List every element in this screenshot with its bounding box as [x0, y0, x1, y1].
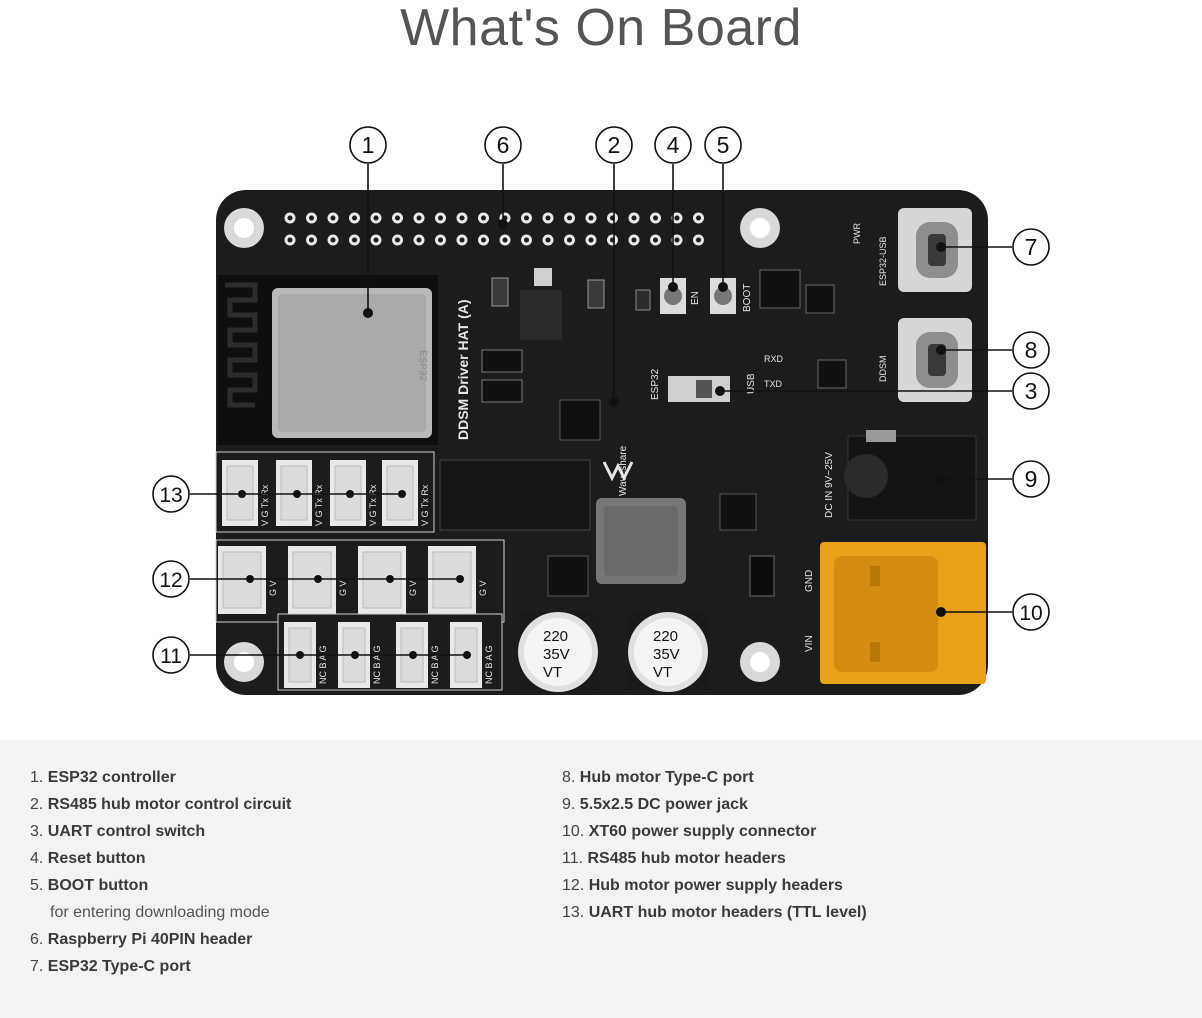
header-silk-label: V G Tx Rx	[368, 484, 378, 526]
legend-column-right: 8. Hub motor Type-C port 9. 5.5x2.5 DC po…	[562, 764, 867, 926]
svg-text:ESP32: ESP32	[650, 368, 661, 400]
header-silk-label: V G Tx Rx	[314, 484, 324, 526]
board-name-label: DDSM Driver HAT (A)	[455, 299, 471, 440]
callout-5: 5	[704, 126, 742, 164]
svg-text:3: 3	[1025, 378, 1038, 404]
page-title: What's On Board	[400, 0, 802, 57]
svg-text:2: 2	[608, 132, 621, 158]
svg-text:9: 9	[1025, 466, 1038, 492]
board-diagram: ESP32 DDSM Driver HAT (A) Waveshare EN B…	[152, 126, 1050, 695]
callout-3: 3	[1012, 372, 1050, 410]
legend-item: 5. BOOT button	[30, 877, 149, 894]
header-silk-label: G V	[338, 580, 348, 596]
legend-item: 13. UART hub motor headers (TTL level)	[562, 904, 867, 921]
legend-item: 6. Raspberry Pi 40PIN header	[30, 931, 253, 948]
svg-text:7: 7	[1025, 234, 1038, 260]
callout-7: 7	[1012, 228, 1050, 266]
header-silk-label: G V	[478, 580, 488, 596]
header-silk-label: NC B A G	[372, 645, 382, 684]
esp32-module: ESP32	[218, 275, 438, 445]
svg-text:35V: 35V	[543, 646, 570, 663]
svg-text:PWR: PWR	[852, 223, 862, 244]
svg-text:VT: VT	[653, 664, 672, 681]
header-silk-label: V G Tx Rx	[260, 484, 270, 526]
svg-text:BOOT: BOOT	[742, 284, 753, 312]
svg-text:11: 11	[160, 645, 182, 668]
brand-label: Waveshare	[618, 445, 629, 496]
callout-2: 2	[595, 126, 633, 164]
callout-1: 1	[349, 126, 387, 164]
legend-item: 2. RS485 hub motor control circuit	[30, 796, 292, 813]
header-silk-label: V G Tx Rx	[420, 484, 430, 526]
svg-text:DC IN 9V~25V: DC IN 9V~25V	[824, 452, 835, 518]
svg-text:VIN: VIN	[804, 635, 815, 652]
svg-text:GND: GND	[804, 570, 815, 592]
esp32-typec-port: PWR ESP32-USB	[852, 208, 972, 292]
callout-6: 6	[484, 126, 522, 164]
callout-4: 4	[654, 126, 692, 164]
callout-9: 9	[1012, 460, 1050, 498]
svg-text:VT: VT	[543, 664, 562, 681]
svg-text:12: 12	[159, 569, 182, 592]
uart-headers: V G Tx Rx V G Tx Rx V G Tx Rx V G Tx Rx	[215, 451, 435, 533]
svg-text:4: 4	[667, 132, 680, 158]
svg-text:220: 220	[653, 628, 678, 645]
svg-text:USB: USB	[746, 373, 757, 394]
legend-item: 11. RS485 hub motor headers	[562, 850, 786, 867]
svg-text:6: 6	[497, 132, 510, 158]
callout-8: 8	[1012, 331, 1050, 369]
capacitor-left: 220 35V VT	[518, 612, 598, 692]
svg-text:5: 5	[717, 132, 730, 158]
svg-text:8: 8	[1025, 337, 1038, 363]
legend-item: 1. ESP32 controller	[30, 769, 176, 786]
header-silk-label: G V	[408, 580, 418, 596]
svg-text:RXD: RXD	[764, 354, 784, 364]
dc-power-jack: DC IN 9V~25V	[824, 430, 977, 521]
callout-13: 13	[152, 475, 190, 513]
callout-markers: 1 6 2 4 5 7 8 3 9 10 13 12 11	[152, 126, 1050, 674]
legend-item-note: for entering downloading mode	[50, 904, 270, 921]
header-silk-label: G V	[268, 580, 278, 596]
callout-11: 11	[152, 636, 190, 674]
legend-item: 10. XT60 power supply connector	[562, 823, 817, 840]
boot-button: BOOT	[710, 278, 753, 314]
xt60-connector: GND VIN	[804, 542, 986, 684]
callout-12: 12	[152, 560, 190, 598]
legend-item: 12. Hub motor power supply headers	[562, 877, 843, 894]
header-silk-label: NC B A G	[430, 645, 440, 684]
callout-10: 10	[1012, 593, 1050, 631]
legend-panel: 1. ESP32 controller 2. RS485 hub motor co…	[0, 740, 1202, 1018]
legend-item: 3. UART control switch	[30, 823, 206, 840]
mounting-holes	[224, 208, 780, 682]
legend-column-left: 1. ESP32 controller 2. RS485 hub motor co…	[30, 764, 291, 980]
svg-text:DDSM: DDSM	[878, 356, 888, 383]
svg-text:35V: 35V	[653, 646, 680, 663]
legend-item: 4. Reset button	[30, 850, 146, 867]
svg-text:1: 1	[362, 132, 375, 158]
legend-item: 7. ESP32 Type-C port	[30, 958, 191, 975]
module-mark: ESP32	[417, 350, 428, 382]
legend-item: 9. 5.5x2.5 DC power jack	[562, 796, 748, 813]
svg-text:220: 220	[543, 628, 568, 645]
svg-text:13: 13	[159, 484, 182, 507]
svg-text:ESP32-USB: ESP32-USB	[878, 236, 888, 286]
header-silk-label: NC B A G	[318, 645, 328, 684]
hub-typec-port: DDSM RXD TXD	[764, 318, 972, 402]
header-silk-label: NC B A G	[484, 645, 494, 684]
legend-item: 8. Hub motor Type-C port	[562, 769, 754, 786]
svg-text:TXD: TXD	[764, 379, 783, 389]
waveshare-logo	[602, 461, 634, 482]
svg-text:10: 10	[1019, 602, 1042, 625]
svg-text:EN: EN	[690, 291, 701, 305]
capacitor-right: 220 35V VT	[628, 612, 708, 692]
